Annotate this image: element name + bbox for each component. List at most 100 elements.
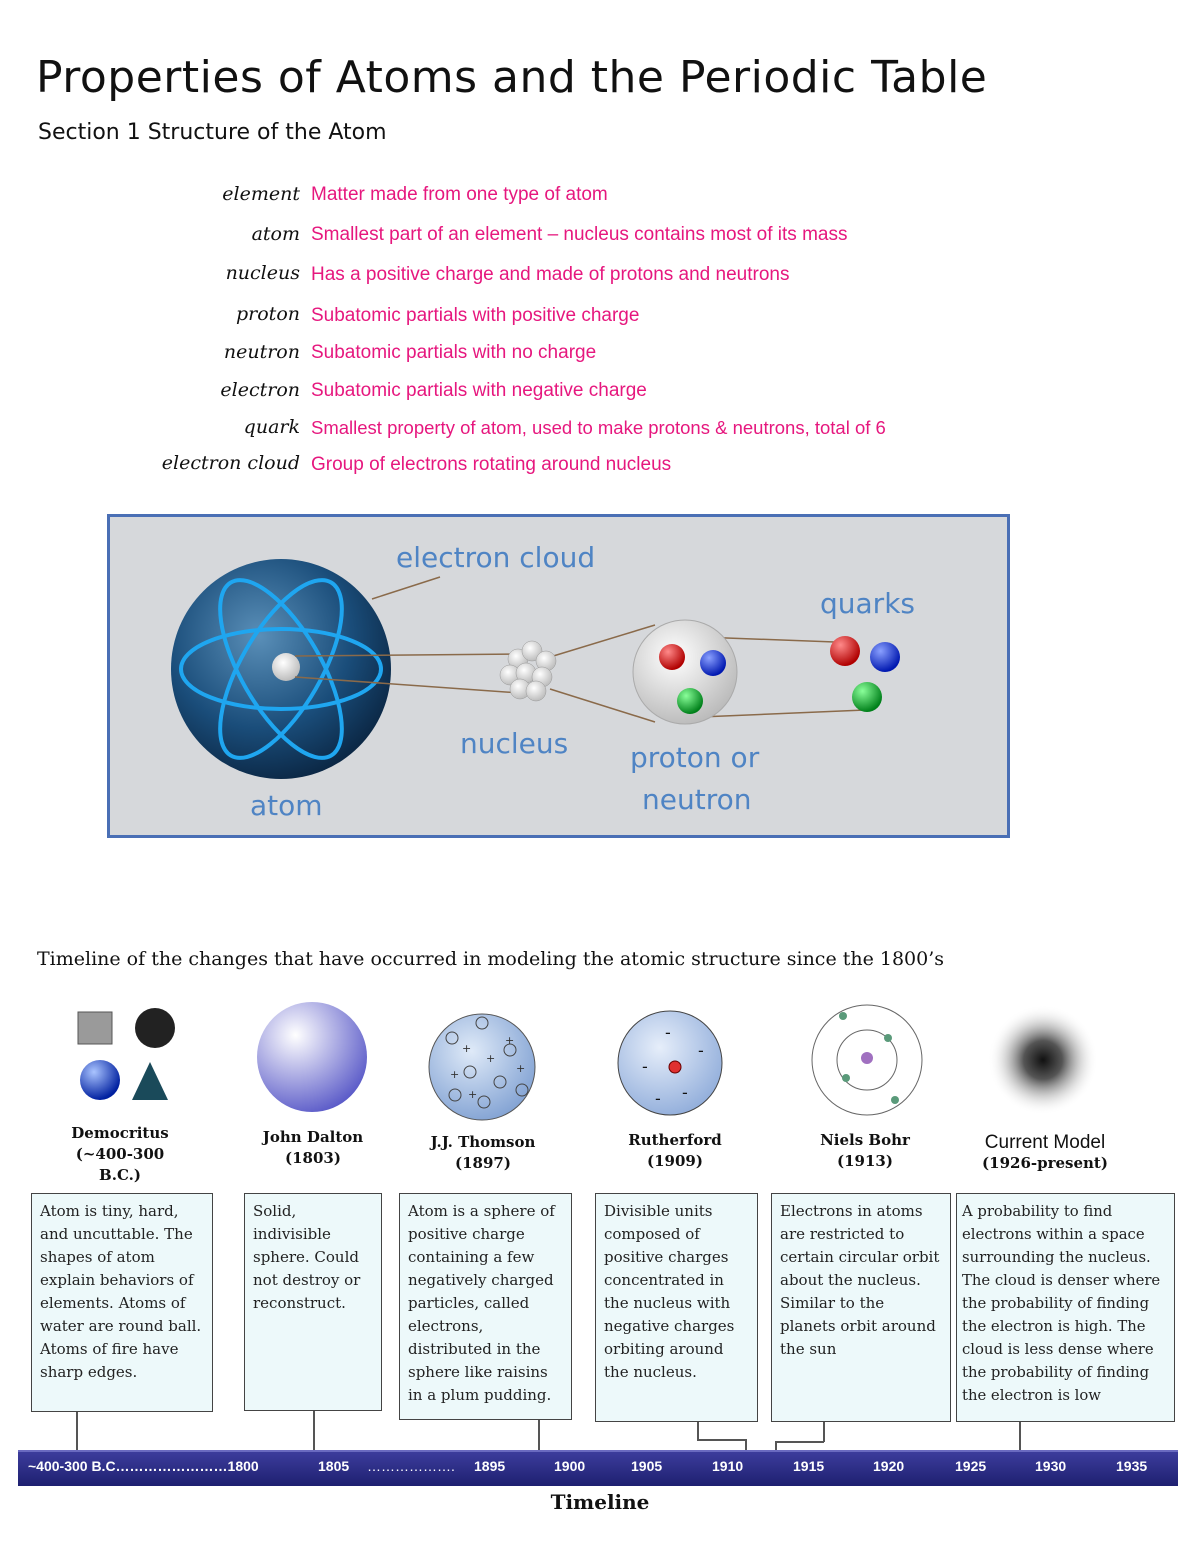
timeline-tick: 1805 — [318, 1458, 350, 1474]
atom-structure-figure: electron cloud quarks nucleus proton or … — [107, 514, 1010, 838]
vocab-term: electron — [220, 379, 300, 401]
vocab-term: proton — [236, 303, 300, 325]
timeline-tick: ~400-300 B.C……………………1800 — [28, 1458, 259, 1474]
vocab-definition: Matter made from one type of atom — [311, 184, 608, 205]
electron-cloud-icon — [988, 1005, 1098, 1115]
connector-line — [775, 1441, 824, 1443]
vocab-definition: Subatomic partials with no charge — [311, 342, 597, 363]
label-proton-or: proton or — [630, 741, 760, 774]
section-heading: Section 1 Structure of the Atom — [38, 120, 387, 145]
model-date: (1909) — [647, 1152, 703, 1170]
model-name-dalton: John Dalton (1803) — [248, 1127, 378, 1169]
connector-line — [823, 1422, 825, 1442]
quark-green-large — [852, 682, 882, 712]
timeline-bar — [18, 1450, 1178, 1486]
vocab-term: atom — [251, 223, 300, 245]
model-name-democritus: Democritus (~400-300 B.C.) — [65, 1123, 175, 1186]
label-electron-cloud: electron cloud — [396, 541, 596, 574]
nucleus-cluster — [499, 640, 557, 702]
model-name-thomson: J.J. Thomson (1897) — [413, 1132, 553, 1174]
timeline-tick: 1935 — [1116, 1458, 1148, 1474]
quark-red — [659, 644, 685, 670]
atom-nucleus — [272, 653, 300, 681]
vocab-term: quark — [243, 416, 300, 438]
model-images: ++++++ ----- — [77, 1002, 1098, 1121]
dalton-sphere-icon — [257, 1002, 367, 1112]
timeline-label: Timeline — [550, 1490, 650, 1514]
model-name: Current Model — [984, 1132, 1106, 1153]
model-date: (~400-300 B.C.) — [75, 1145, 165, 1184]
vocab-definition: Has a positive charge and made of proton… — [311, 264, 790, 285]
svg-text:+: + — [505, 1034, 514, 1047]
thomson-plum-pudding-icon: ++++++ — [428, 1013, 536, 1121]
label-atom: atom — [250, 789, 323, 822]
timeline-tick: 1910 — [712, 1458, 744, 1474]
connector-line — [76, 1412, 78, 1450]
timeline-tick: 1905 — [631, 1458, 663, 1474]
svg-text:+: + — [468, 1088, 477, 1101]
vocab-definition: Group of electrons rotating around nucle… — [311, 454, 672, 475]
label-nucleus: nucleus — [460, 727, 569, 760]
model-name-current: Current Model (1926-present) — [960, 1132, 1130, 1174]
connector-line — [697, 1422, 699, 1439]
svg-text:-: - — [682, 1083, 688, 1102]
model-name: Rutherford — [628, 1131, 722, 1149]
svg-text:+: + — [486, 1052, 495, 1065]
page-title: Properties of Atoms and the Periodic Tab… — [36, 52, 988, 103]
quark-green — [677, 688, 703, 714]
svg-text:+: + — [516, 1062, 525, 1075]
description-rutherford: Divisible units composed of positive cha… — [595, 1193, 758, 1422]
connector-line — [697, 1439, 746, 1441]
timeline-tick: 1920 — [873, 1458, 905, 1474]
vocab-definition: Subatomic partials with negative charge — [311, 380, 647, 401]
vocab-term: neutron — [223, 341, 300, 363]
quark-blue-large — [870, 642, 900, 672]
connector-line — [313, 1411, 315, 1450]
connector-line — [538, 1420, 540, 1450]
description-bohr: Electrons in atoms are restricted to cer… — [771, 1193, 951, 1422]
model-date: (1803) — [285, 1149, 341, 1167]
vocab-term: electron cloud — [161, 452, 300, 474]
label-quarks: quarks — [820, 587, 915, 620]
model-name: J.J. Thomson — [430, 1133, 536, 1151]
proton-neutron-sphere — [632, 619, 738, 725]
vocab-term: element — [222, 183, 300, 205]
description-current: A probability to find electrons within a… — [956, 1193, 1175, 1422]
svg-text:-: - — [698, 1041, 704, 1060]
timeline-tick: 1930 — [1035, 1458, 1067, 1474]
democritus-shapes-icon — [77, 1008, 175, 1100]
model-date: (1926-present) — [982, 1154, 1108, 1172]
atom-diagram — [171, 559, 900, 779]
timeline-tick: 1895 — [474, 1458, 506, 1474]
quark-blue — [700, 650, 726, 676]
timeline-tick: 1900 — [554, 1458, 586, 1474]
description-thomson: Atom is a sphere of positive charge cont… — [399, 1193, 572, 1420]
svg-text:-: - — [642, 1057, 648, 1076]
connector-line — [775, 1441, 777, 1450]
vocab-definition: Smallest property of atom, used to make … — [311, 417, 886, 438]
vocab-term: nucleus — [225, 262, 300, 284]
description-dalton: Solid, indivisible sphere. Could not des… — [244, 1193, 382, 1411]
description-democritus: Atom is tiny, hard, and uncuttable. The … — [31, 1193, 213, 1412]
model-date: (1897) — [455, 1154, 511, 1172]
svg-text:+: + — [450, 1068, 459, 1081]
model-name: Democritus — [71, 1124, 169, 1142]
timeline-tick: 1915 — [793, 1458, 825, 1474]
connector-line — [1019, 1422, 1021, 1450]
model-name: Niels Bohr — [820, 1131, 910, 1149]
quark-red-large — [830, 636, 860, 666]
svg-text:-: - — [655, 1089, 661, 1108]
vocab-definition: Subatomic partials with positive charge — [311, 305, 640, 326]
timeline-heading: Timeline of the changes that have occurr… — [37, 948, 945, 970]
bohr-orbit-icon — [811, 1004, 923, 1116]
rutherford-nuclear-icon: ----- — [617, 1010, 723, 1116]
timeline-tick: ………………. — [367, 1458, 455, 1474]
model-name-rutherford: Rutherford (1909) — [605, 1130, 745, 1172]
connector-line — [745, 1439, 747, 1450]
vocab-definition: Smallest part of an element – nucleus co… — [311, 224, 848, 245]
model-name: John Dalton — [262, 1128, 364, 1146]
model-date: (1913) — [837, 1152, 893, 1170]
timeline-tick: 1925 — [955, 1458, 987, 1474]
electron-orbits — [179, 578, 383, 760]
label-neutron: neutron — [642, 783, 752, 816]
